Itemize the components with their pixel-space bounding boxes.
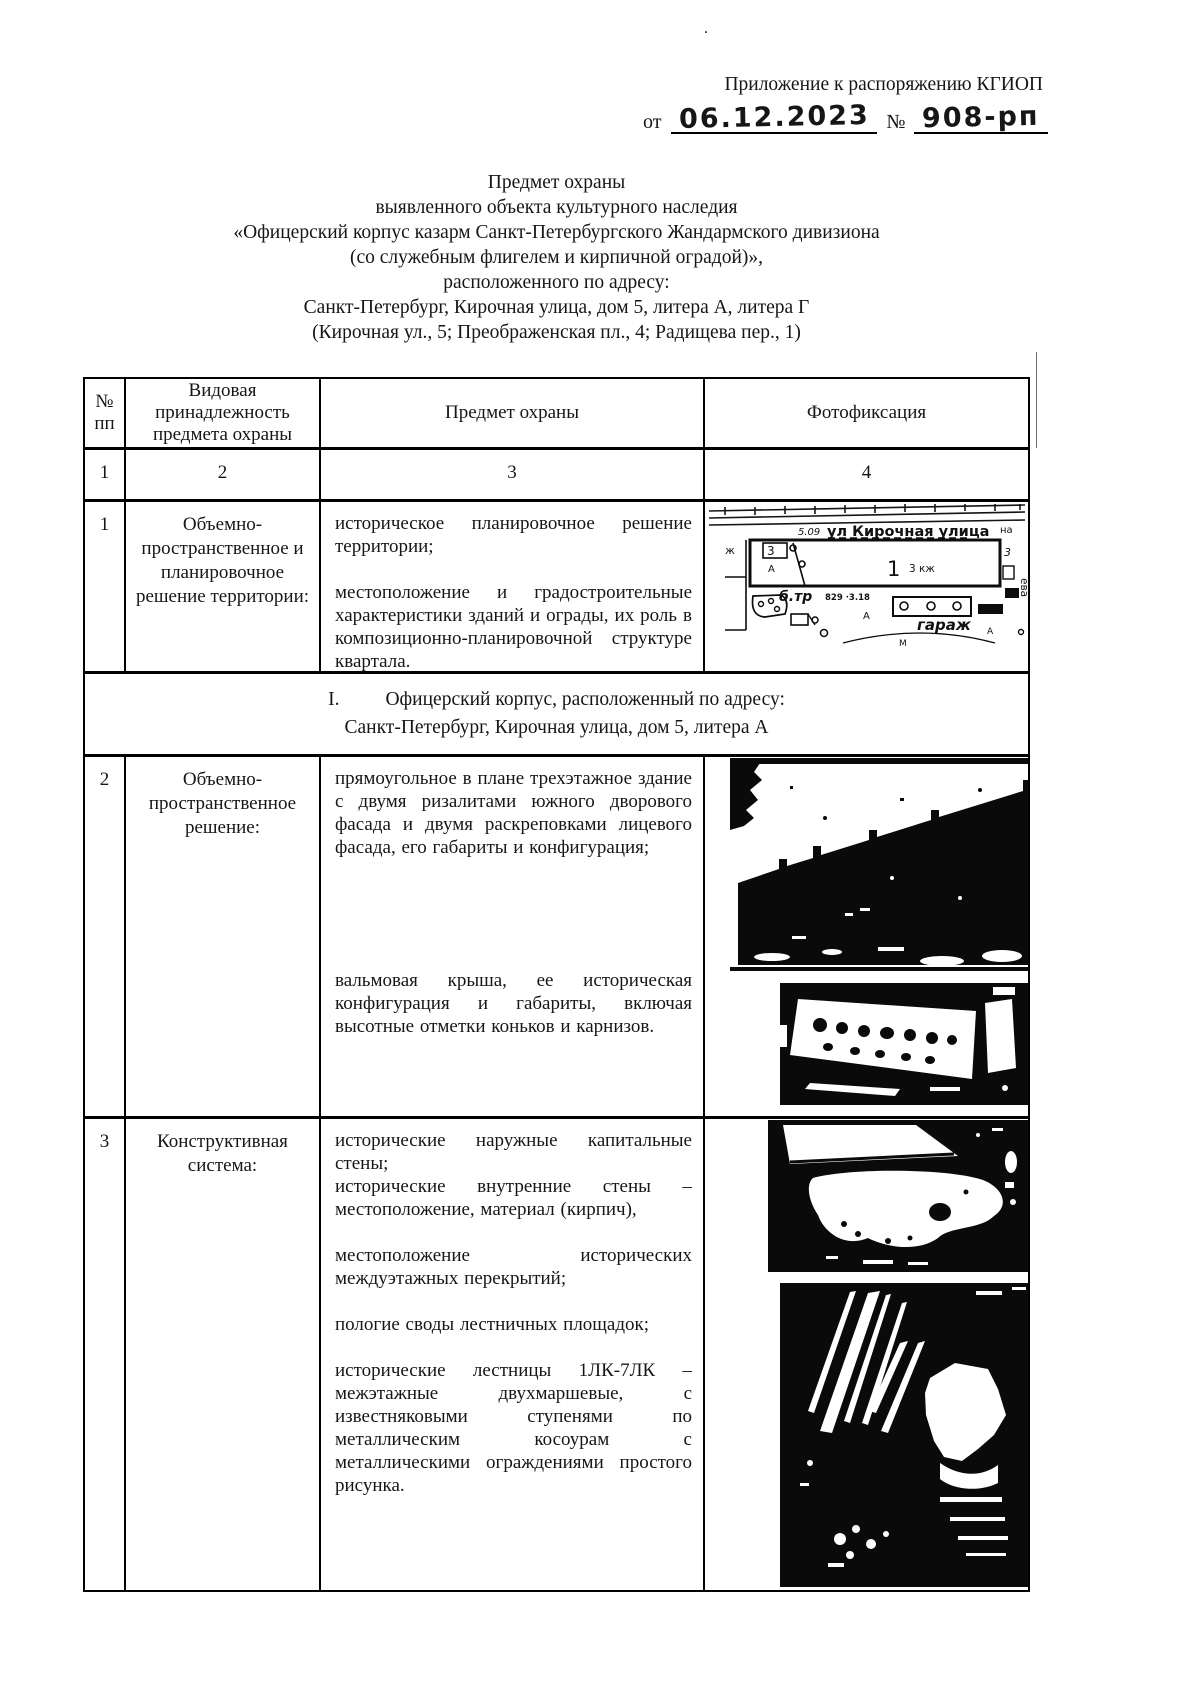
- map-house-number: 1: [887, 557, 900, 581]
- header-cell-category: Видовая принадлежность предмета охраны: [126, 379, 321, 450]
- row1-number: 1: [85, 502, 126, 674]
- number-sign: №: [886, 111, 906, 133]
- site-plan-map: 5.09 ул Кирочная улица на: [708, 504, 1028, 649]
- handwritten-number: 908-рп: [922, 100, 1041, 135]
- section-line-1: Офицерский корпус, расположенный по адре…: [385, 689, 785, 710]
- date-underline: 06.12.2023: [670, 100, 878, 135]
- paragraph: местоположение и градостроительные харак…: [335, 582, 692, 672]
- section-heading: I. Офицерский корпус, расположенный по ад…: [85, 674, 1028, 757]
- section-line-2: Санкт-Петербург, Кирочная улица, дом 5, …: [344, 717, 769, 738]
- map-letter-zh: ж: [725, 544, 735, 557]
- header-cell-subject: Предмет охраны: [321, 379, 705, 450]
- row3-subject-text: исторические наружные капитальные стены;…: [321, 1119, 705, 1590]
- map-dimension-label: 5.09: [798, 527, 820, 538]
- column-index-3: 3: [321, 450, 705, 502]
- paragraph: исторические внутренние стены – местопол…: [335, 1176, 692, 1220]
- appendix-line: Приложение к распоряжению КГИОП: [724, 74, 1043, 95]
- photo-staircase: [780, 1283, 1028, 1587]
- row3-photo-cell: [705, 1119, 1028, 1590]
- title-line-1: Предмет охраны: [487, 172, 626, 193]
- section-roman-numeral: I.: [328, 689, 340, 710]
- date-number-line: от 06.12.2023 № 908-рп: [643, 100, 1048, 135]
- map-vertical-street-label: ева: [1018, 578, 1028, 597]
- map-letter-m: М: [899, 639, 907, 649]
- photo-vaulted-ceiling: [768, 1120, 1028, 1272]
- date-prefix: от: [643, 111, 662, 133]
- map-right-number: 3: [1004, 546, 1011, 559]
- column-index-4: 4: [705, 450, 1028, 502]
- scan-edge-artifact: [1036, 352, 1037, 448]
- row1-photo-cell: 5.09 ул Кирочная улица на: [705, 502, 1028, 674]
- title-line-4: (со служебным флигелем и кирпичной оград…: [349, 247, 764, 268]
- photo-facade-perspective: [730, 758, 1028, 971]
- row1-category: Объемно-пространственное и планировочное…: [126, 502, 321, 674]
- paragraph: исторические наружные капитальные стены;: [335, 1130, 692, 1174]
- scan-speck: .: [704, 20, 708, 37]
- row2-number: 2: [85, 757, 126, 1119]
- row1-subject-text: историческое планировочное решение терри…: [321, 502, 705, 674]
- title-line-6: Санкт-Петербург, Кирочная улица, дом 5, …: [303, 297, 810, 318]
- title-line-2: выявленного объекта культурного наследия: [375, 197, 738, 218]
- paragraph: исторические лестницы 1ЛК-7ЛК – межэтажн…: [335, 1360, 692, 1496]
- column-index-1: 1: [85, 450, 126, 502]
- protection-subject-table: № пп Видовая принадлежность предмета охр…: [83, 377, 1030, 1592]
- handwritten-date: 06.12.2023: [678, 100, 870, 135]
- paragraph: местоположение исторических междуэтажных…: [335, 1245, 692, 1289]
- header-cell-number: № пп: [85, 379, 126, 450]
- map-letter-a2: А: [863, 611, 870, 622]
- map-street-suffix: на: [1000, 525, 1013, 536]
- map-garage-label: гараж: [917, 616, 972, 634]
- map-letter-a3: А: [987, 627, 994, 637]
- title-line-5: расположенного по адресу:: [443, 272, 670, 293]
- map-substation-label: б.тр: [779, 589, 812, 605]
- title-line-3: «Офицерский корпус казарм Санкт-Петербур…: [233, 222, 880, 243]
- map-wing-number: 3: [767, 544, 775, 558]
- paragraph: прямоугольное в плане трехэтажное здание…: [335, 768, 692, 858]
- row3-number: 3: [85, 1119, 126, 1590]
- paragraph: историческое планировочное решение терри…: [335, 513, 692, 557]
- column-index-2: 2: [126, 450, 321, 502]
- row2-subject-text: прямоугольное в плане трехэтажное здание…: [321, 757, 705, 1119]
- map-letter-a: А: [768, 564, 775, 575]
- paragraph: пологие своды лестничных площадок;: [335, 1314, 650, 1335]
- photo-facade-fragment: [780, 983, 1028, 1105]
- header-cell-photo: Фотофиксация: [705, 379, 1028, 450]
- row3-category: Конструктивная система:: [126, 1119, 321, 1590]
- row2-photo-cell: [705, 757, 1028, 1119]
- paragraph: вальмовая крыша, ее историческая конфигу…: [335, 970, 692, 1037]
- row2-category: Объемно-пространственное решение:: [126, 757, 321, 1119]
- document-title: Предмет охраны выявленного объекта культ…: [83, 170, 1030, 345]
- number-underline: 908-рп: [914, 100, 1048, 135]
- map-floors-label: 3 кж: [909, 563, 935, 575]
- map-street-label: ул Кирочная улица: [827, 524, 989, 540]
- title-line-7: (Кирочная ул., 5; Преображенская пл., 4;…: [312, 322, 801, 343]
- map-substation-numbers: 829 ·3.18: [825, 593, 870, 603]
